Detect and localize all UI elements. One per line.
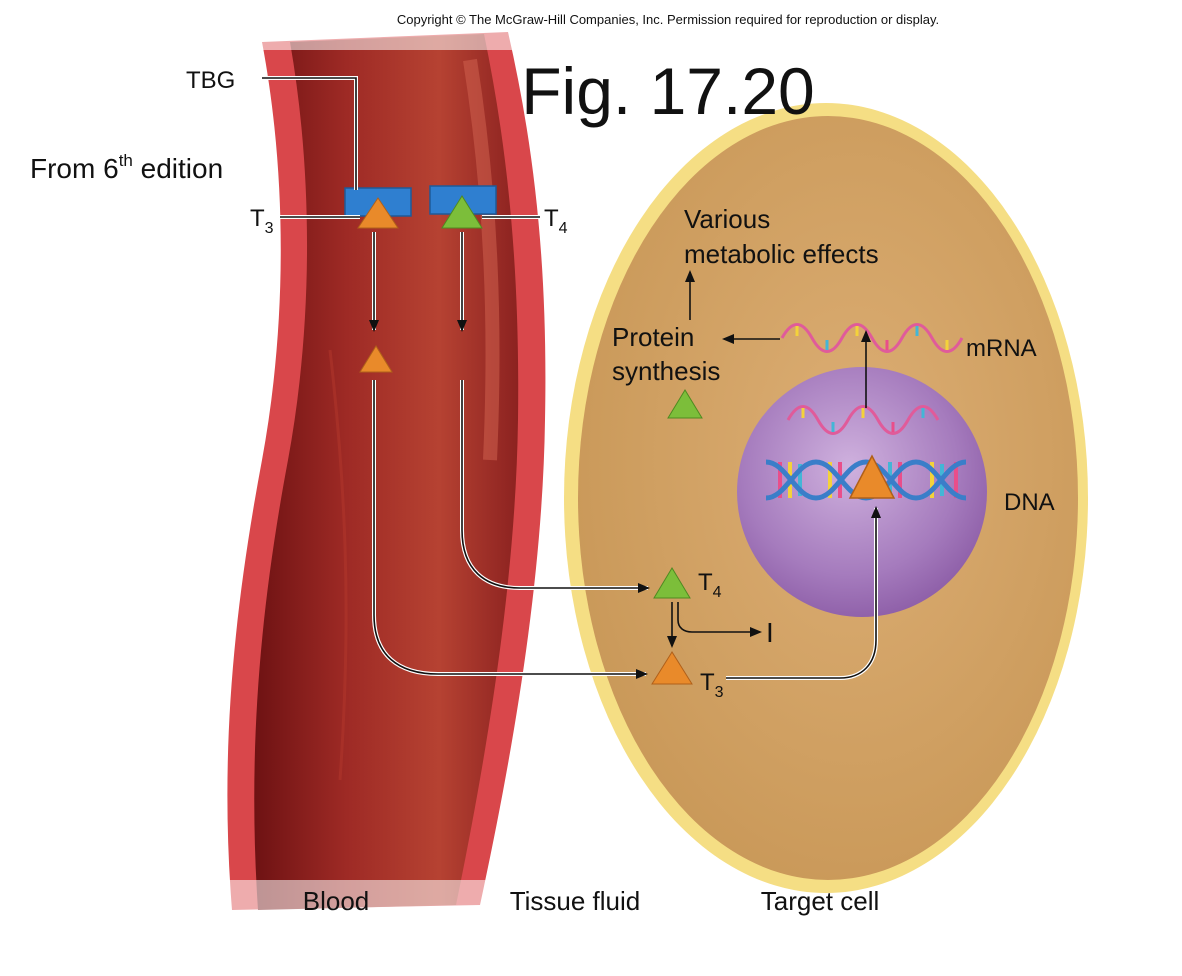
vessel-top-fade [240,28,540,50]
edition-superscript: th [119,151,133,170]
synthesis-label: synthesis [612,356,720,386]
t4-hormone-cell [653,567,691,599]
copyright-text: Copyright © The McGraw-Hill Companies, I… [397,12,939,27]
t4-to-cell-arrow [461,380,650,593]
tbg-label: TBG [186,67,235,94]
tissue-fluid-region-label: Tissue fluid [510,886,641,916]
dna-strand-a [765,459,967,501]
blood-region-label: Blood [303,886,370,916]
iodine-label: I [766,617,774,648]
target-cell-region-label: Target cell [761,886,880,916]
t3-hormone-free-blood [359,345,393,373]
metabolic-effects-label: metabolic effects [684,239,879,269]
t4-label-blood: T4 [544,205,568,237]
t3-to-cell-arrow [373,380,648,679]
blood-vessel-lumen [254,34,519,910]
t3-label-cell: T3 [700,669,724,701]
various-label: Various [684,204,770,234]
t4-hormone-bound [441,195,483,229]
edition-note: From 6th edition [30,151,223,184]
mrna-label: mRNA [966,335,1037,362]
nuclear-mrna [786,405,940,435]
vessel-highlight [463,58,500,461]
arrows [262,76,881,680]
t3-hormone-dna [848,454,896,499]
t3-hormone-bound [357,197,399,229]
figure-title: Fig. 17.20 [521,54,815,128]
dna-label: DNA [1004,489,1055,516]
t4-to-iodine-arrow [677,602,762,637]
t4-hormone-cytoplasm [667,389,703,419]
protein-label: Protein [612,322,694,352]
cytoplasmic-mrna [780,323,964,353]
t4-label-cell: T4 [698,569,722,601]
vessel-bottom-fade [220,880,520,920]
t3-label-blood: T3 [250,205,274,237]
t3-to-dna-arrow [726,506,881,679]
t3-hormone-cell [651,651,693,685]
vessel-streak [328,349,348,781]
